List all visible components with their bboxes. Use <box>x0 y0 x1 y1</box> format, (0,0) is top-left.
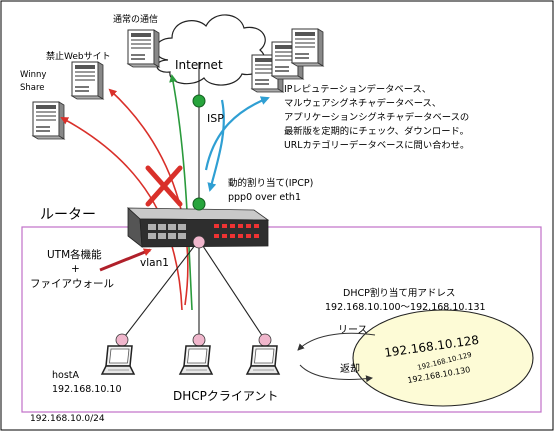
host-a-name: hostA <box>52 370 80 381</box>
wan-node <box>192 197 206 211</box>
db-line-1: IPレピュテーションデータベース、 <box>284 83 431 95</box>
vlan-label: vlan1 <box>140 257 169 269</box>
normal-comm-label: 通常の通信 <box>113 13 158 25</box>
db-server-icon-3 <box>291 28 324 67</box>
host-c-laptop-icon <box>246 345 280 375</box>
lease-label: リース <box>338 325 368 336</box>
return-label: 返却 <box>340 363 360 375</box>
router-device <box>126 207 270 248</box>
host-a-laptop-icon <box>101 345 135 375</box>
db-line-2: マルウェアシグネチャデータベース、 <box>284 97 441 109</box>
dynamic-assign-label: 動的割り当て(IPCP) <box>228 177 313 189</box>
host-a-node <box>115 333 129 347</box>
utm-label-1: UTM各機能 <box>47 248 102 261</box>
lease-arrow <box>297 332 376 351</box>
internet-cloud <box>155 14 266 86</box>
isp-node <box>192 94 206 108</box>
lan-line-host-c <box>198 239 266 341</box>
blocked-arrow-site <box>108 88 189 306</box>
blocked-arrow-winny <box>60 117 183 311</box>
db-line-5: URLカテゴリーデータベースに問い合わせ。 <box>284 139 469 151</box>
db-line-3: アプリケーションシグネチャデータベースの <box>284 111 469 123</box>
lan-line-host-a <box>121 239 200 341</box>
normal-traffic-arrow <box>169 74 193 311</box>
host-b-laptop-icon <box>179 345 213 375</box>
ppp0-label: ppp0 over eth1 <box>228 192 301 203</box>
dhcp-range-title: DHCP割り当て用アドレス <box>343 287 455 299</box>
ipcp-arrow <box>207 99 225 192</box>
isp-label: ISP <box>207 112 224 125</box>
share-label: Share <box>20 83 45 93</box>
vlan1-node <box>192 235 206 249</box>
block-x-icon <box>145 165 183 207</box>
db-line-4: 最新版を定期的にチェック、ダウンロード。 <box>284 125 469 137</box>
utm-arrow <box>99 248 152 272</box>
host-a-ip: 192.168.10.10 <box>52 384 122 395</box>
utm-label-2: ファイアウォール <box>30 278 114 290</box>
return-arrow <box>299 364 373 383</box>
winny-label: Winny <box>20 70 46 80</box>
lan-box <box>21 226 542 413</box>
forbidden-site-server-icon <box>71 61 104 100</box>
forbidden-site-label: 禁止Webサイト <box>46 50 111 62</box>
dhcp-pool <box>352 309 534 407</box>
utm-label-plus: + <box>71 263 80 275</box>
winny-server-icon <box>32 101 65 140</box>
normal-server-icon <box>127 29 160 68</box>
dhcp-range: 192.168.10.100〜192.168.10.131 <box>325 302 486 313</box>
db-update-arrow <box>204 96 270 171</box>
subnet-label: 192.168.10.0/24 <box>30 414 105 424</box>
router-label: ルーター <box>40 207 96 223</box>
host-c-node <box>258 333 272 347</box>
dhcp-client-label: DHCPクライアント <box>173 389 278 403</box>
host-b-node <box>192 333 206 347</box>
